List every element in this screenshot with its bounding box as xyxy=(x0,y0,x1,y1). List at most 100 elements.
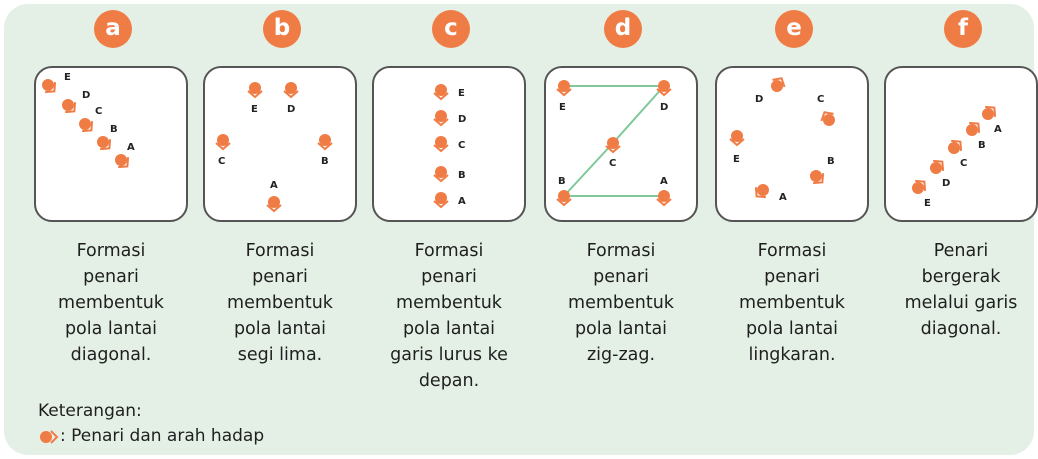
floor-box-c: E D C B xyxy=(372,66,526,222)
dancer-D xyxy=(62,99,77,114)
caption-line: pola lantai xyxy=(745,319,839,339)
caption-line: pola lantai xyxy=(402,319,496,339)
figure-panel: a E D C xyxy=(4,4,1038,455)
dancer-E xyxy=(247,82,263,99)
badge-e: e xyxy=(775,10,813,48)
dancer-icon xyxy=(40,429,59,444)
label-E: E xyxy=(559,102,566,113)
label-C: C xyxy=(218,156,225,167)
label-B: B xyxy=(978,140,986,151)
caption-line: zig-zag. xyxy=(586,345,656,365)
caption-line: penari xyxy=(421,267,477,287)
diagram-b: E D C B A xyxy=(215,82,333,213)
caption-line: membentuk xyxy=(739,293,845,313)
badge-a: a xyxy=(94,10,132,48)
caption-line: segi lima. xyxy=(237,345,323,365)
caption-line: membentuk xyxy=(396,293,502,313)
label-B: B xyxy=(558,176,566,187)
floor-box-b: E D C B A xyxy=(203,66,357,222)
dancer-C xyxy=(79,118,94,133)
label-D: D xyxy=(942,178,950,189)
dancer-E xyxy=(42,79,57,94)
label-C: C xyxy=(95,106,102,117)
label-D: D xyxy=(82,90,90,101)
caption-line: melalui garis xyxy=(904,293,1018,313)
floor-box-f: A B C D xyxy=(884,66,1038,222)
caption-e: Formasi penari membentuk pola lantai lin… xyxy=(707,238,877,368)
dancer-C xyxy=(433,136,449,153)
label-D: D xyxy=(458,114,466,125)
dancer-A xyxy=(433,192,449,209)
dancer-D xyxy=(656,80,672,97)
caption-line: pola lantai xyxy=(574,319,668,339)
caption-line: bergerak xyxy=(921,267,1001,287)
dancer-E xyxy=(729,130,745,147)
dancer-E xyxy=(912,179,927,194)
floor-box-e: D C E B xyxy=(715,66,869,222)
dancer-D xyxy=(433,110,449,127)
label-B: B xyxy=(321,156,329,167)
label-C: C xyxy=(817,94,824,105)
floor-box-a: E D C B xyxy=(34,66,188,222)
dancer-E xyxy=(556,80,572,97)
label-A: A xyxy=(994,124,1002,135)
label-B: B xyxy=(458,170,466,181)
diagram-c: E D C B xyxy=(433,84,466,209)
caption-line: Penari xyxy=(933,241,989,261)
dancer-D xyxy=(930,159,945,174)
caption-line: diagonal. xyxy=(70,345,152,365)
legend-item-text: : Penari dan arah hadap xyxy=(60,426,265,446)
dancer-E xyxy=(433,84,449,101)
legend: Keterangan: : Penari dan arah hadap xyxy=(38,399,264,449)
legend-item: : Penari dan arah hadap xyxy=(38,424,264,449)
legend-title: Keterangan: xyxy=(38,401,142,421)
label-E: E xyxy=(458,88,465,99)
caption-line: membentuk xyxy=(58,293,164,313)
dancer-B xyxy=(433,166,449,183)
caption-line: depan. xyxy=(418,371,480,391)
label-A: A xyxy=(660,176,668,187)
dancer-C xyxy=(215,134,231,151)
diagram-f: A B C D xyxy=(912,105,1002,209)
dancer-A xyxy=(982,105,997,120)
caption-line: diagonal. xyxy=(920,319,1002,339)
label-D: D xyxy=(660,102,668,113)
caption-b: Formasi penari membentuk pola lantai seg… xyxy=(195,238,365,368)
caption-line: Formasi xyxy=(757,241,827,261)
caption-line: membentuk xyxy=(227,293,333,313)
caption-line: penari xyxy=(83,267,139,287)
caption-line: penari xyxy=(764,267,820,287)
label-E: E xyxy=(733,154,740,165)
caption-f: Penari bergerak melalui garis diagonal. xyxy=(876,238,1038,342)
caption-line: membentuk xyxy=(568,293,674,313)
label-E: E xyxy=(924,198,931,209)
diagram-e: D C E B xyxy=(729,77,835,203)
floor-box-d: E D C B A xyxy=(544,66,698,222)
dancer-C xyxy=(605,137,621,154)
caption-a: Formasi penari membentuk pola lantai dia… xyxy=(26,238,196,368)
dancer-A xyxy=(266,196,282,213)
dancer-A xyxy=(656,190,672,207)
label-A: A xyxy=(458,196,466,207)
badge-c: c xyxy=(432,10,470,48)
dancer-C xyxy=(820,111,835,126)
dancer-B xyxy=(810,170,825,185)
label-C: C xyxy=(458,140,465,151)
label-A: A xyxy=(127,142,135,153)
caption-line: lingkaran. xyxy=(748,345,836,365)
dancer-D xyxy=(771,77,786,92)
label-D: D xyxy=(755,94,763,105)
caption-c: Formasi penari membentuk pola lantai gar… xyxy=(364,238,534,394)
label-E: E xyxy=(251,104,258,115)
label-B: B xyxy=(827,156,835,167)
label-A: A xyxy=(270,180,278,191)
caption-line: Formasi xyxy=(414,241,484,261)
caption-d: Formasi penari membentuk pola lantai zig… xyxy=(536,238,706,368)
dancer-B xyxy=(317,134,333,151)
caption-line: pola lantai xyxy=(233,319,327,339)
caption-line: Formasi xyxy=(76,241,146,261)
badge-b: b xyxy=(263,10,301,48)
caption-line: pola lantai xyxy=(64,319,158,339)
dancer-A xyxy=(115,154,130,169)
label-B: B xyxy=(110,124,118,135)
